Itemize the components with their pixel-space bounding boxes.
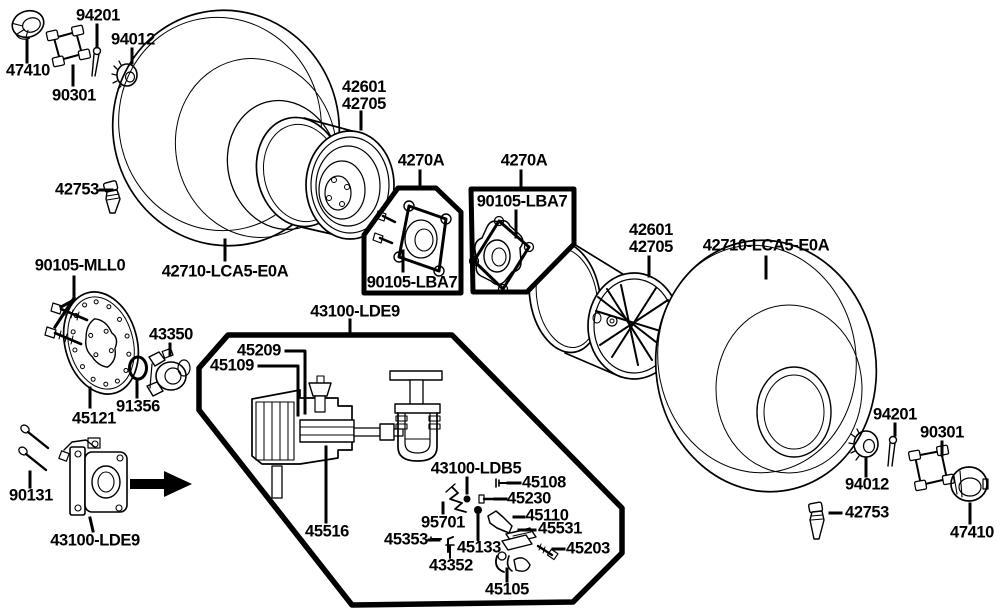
hub-right bbox=[468, 215, 535, 295]
valve-stem-42753-left bbox=[102, 180, 121, 214]
hub-box-right bbox=[468, 186, 577, 295]
wheel-cap-47410-bottom bbox=[950, 466, 989, 502]
cotter-pin-94201-top bbox=[91, 46, 102, 77]
screw-45108 bbox=[495, 478, 508, 488]
caliper-detail-boundary bbox=[196, 332, 625, 608]
shoe-45105 bbox=[495, 551, 531, 573]
castle-washer-94012-bottom bbox=[848, 428, 879, 461]
left-wheel-rim bbox=[255, 116, 395, 240]
pad-spring-43100-ldb5 bbox=[445, 483, 471, 513]
direction-arrow bbox=[130, 471, 192, 497]
caliper-bolts-90131 bbox=[18, 424, 50, 472]
lug-nut-set-90301-bottom bbox=[907, 444, 956, 492]
bolt-45230 bbox=[478, 494, 496, 504]
valve-stem-42753-bottom bbox=[808, 501, 825, 540]
lug-nut-set-90301-top bbox=[45, 24, 92, 68]
wheel-cap-47410-top bbox=[11, 9, 45, 40]
piston-assembly bbox=[389, 370, 443, 462]
hub-left bbox=[372, 200, 452, 277]
o-ring-91356 bbox=[128, 355, 148, 381]
brake-disc bbox=[62, 291, 140, 395]
bolt-45203 bbox=[536, 543, 559, 561]
cotter-pin-94201-bottom bbox=[887, 435, 898, 467]
brake-caliper-3d bbox=[58, 437, 128, 516]
castle-washer-94012-top bbox=[111, 60, 138, 90]
bracket-45110 bbox=[487, 510, 513, 534]
knuckle-43350 bbox=[146, 347, 191, 397]
hub-bolts-90105-mll0 bbox=[44, 302, 89, 346]
pad-pin-bold bbox=[474, 506, 482, 542]
right-tire bbox=[654, 239, 878, 493]
pin-45133 bbox=[447, 536, 454, 553]
hub-box-left bbox=[361, 185, 464, 296]
leader-lines bbox=[25, 23, 972, 583]
pin-43352 bbox=[445, 544, 455, 559]
